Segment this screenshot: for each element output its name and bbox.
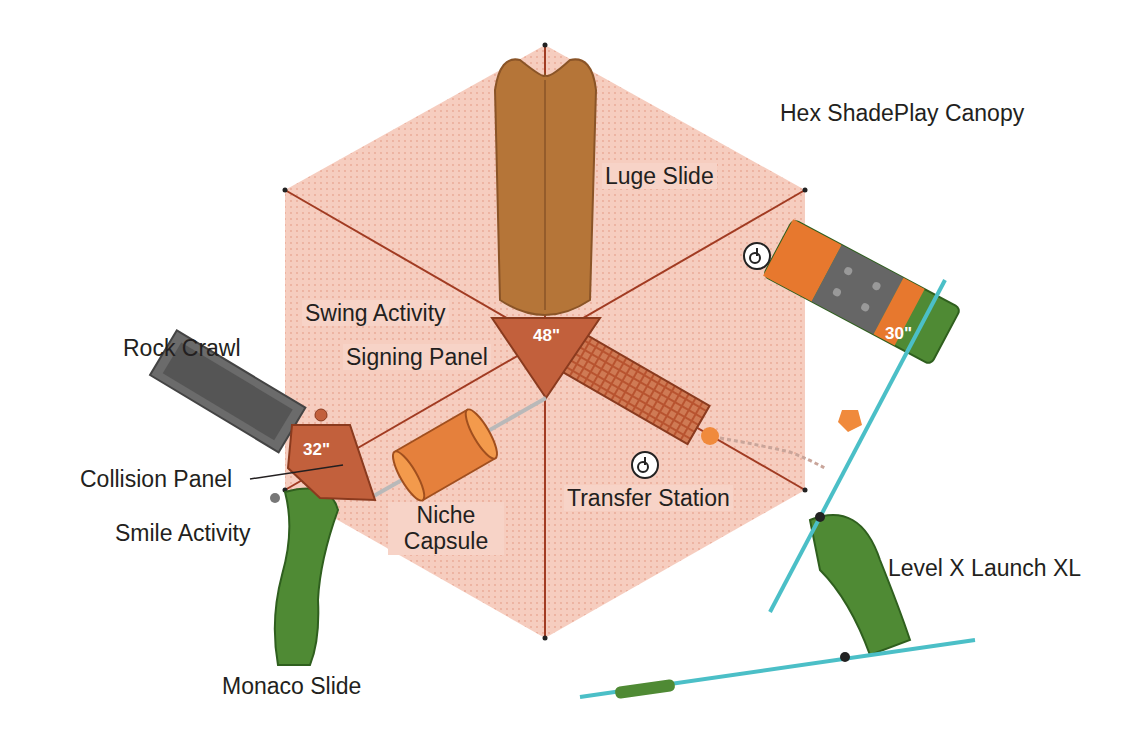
part-label: Transfer Station bbox=[564, 485, 733, 511]
deck-32 bbox=[288, 425, 375, 500]
part-label: Swing Activity bbox=[302, 300, 449, 326]
luge-slide bbox=[495, 59, 596, 315]
smile-activity bbox=[270, 493, 280, 503]
part-label: 32" bbox=[303, 440, 330, 460]
part-label: Luge Slide bbox=[602, 163, 717, 189]
accessible-icon bbox=[744, 243, 770, 269]
niche-capsule bbox=[388, 406, 503, 504]
part-label: Signing Panel bbox=[343, 344, 491, 370]
part-label: 48" bbox=[533, 326, 560, 346]
part-label: Niche Capsule bbox=[388, 502, 504, 555]
curved-slide bbox=[810, 515, 910, 655]
leader-line bbox=[250, 465, 343, 479]
part-label: Rock Crawl bbox=[123, 335, 241, 361]
part-label: Smile Activity bbox=[115, 520, 250, 546]
part-label: Level X Launch XL bbox=[888, 555, 1081, 581]
monaco-slide bbox=[275, 489, 338, 665]
launch-slide bbox=[763, 219, 961, 365]
part-label: 30" bbox=[885, 324, 912, 344]
part-label: Hex ShadePlay Canopy bbox=[780, 100, 1024, 126]
part-label: Monaco Slide bbox=[222, 673, 361, 699]
canopy-spokes bbox=[285, 45, 805, 638]
canopy-posts bbox=[283, 43, 808, 641]
transfer-knob bbox=[701, 427, 719, 445]
accessible-icon bbox=[632, 452, 658, 478]
canopy bbox=[285, 45, 805, 638]
deck-48 bbox=[492, 318, 600, 398]
part-label: Collision Panel bbox=[80, 466, 232, 492]
